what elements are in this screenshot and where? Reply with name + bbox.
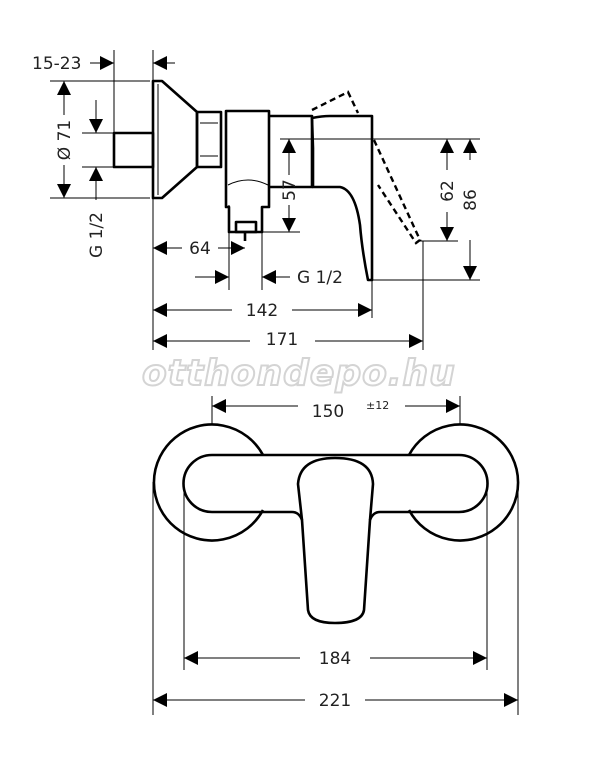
body-housing [269,114,314,189]
dim-height-86: 86 [461,189,481,211]
dimension-lines [153,399,518,707]
dim-rosette-diameter: Ø 71 [55,120,75,160]
nut [195,110,223,169]
right-rosette [407,423,520,542]
dim-wall-depth: 15-23 [32,54,81,74]
lever-open-position [311,90,360,114]
pipe-stub [112,131,155,169]
dim-depth-64: 64 [189,239,211,259]
body [182,453,489,625]
dim-height-57: 57 [280,179,300,201]
dimension-lines [57,56,477,348]
mixer-side-outline [112,79,422,282]
lever-swing-position [372,139,422,245]
dim-center-tolerance: ±12 [366,399,389,412]
lever-top [296,456,375,521]
extension-lines [152,396,519,715]
dim-center-distance: 150 [312,402,344,422]
dim-depth-142: 142 [246,301,278,321]
left-rosette [152,423,265,542]
mixer-front-outline [152,423,520,625]
dim-depth-171: 171 [266,330,298,350]
watermark: otthondepo.hu [142,353,456,394]
lever [310,114,374,282]
dim-width-221: 221 [319,691,351,711]
wall-rosette [151,79,199,200]
dim-outlet-thread: G 1/2 [297,268,343,288]
dim-height-62: 62 [438,180,458,202]
valve-body [224,109,271,234]
front-view: 150 ±12 184 221 [152,396,520,715]
dim-width-184: 184 [319,649,351,669]
dim-inlet-thread: G 1/2 [87,212,107,258]
side-view: 15-23 Ø 71 G 1/2 57 62 86 64 G 1/2 142 1… [32,50,481,350]
